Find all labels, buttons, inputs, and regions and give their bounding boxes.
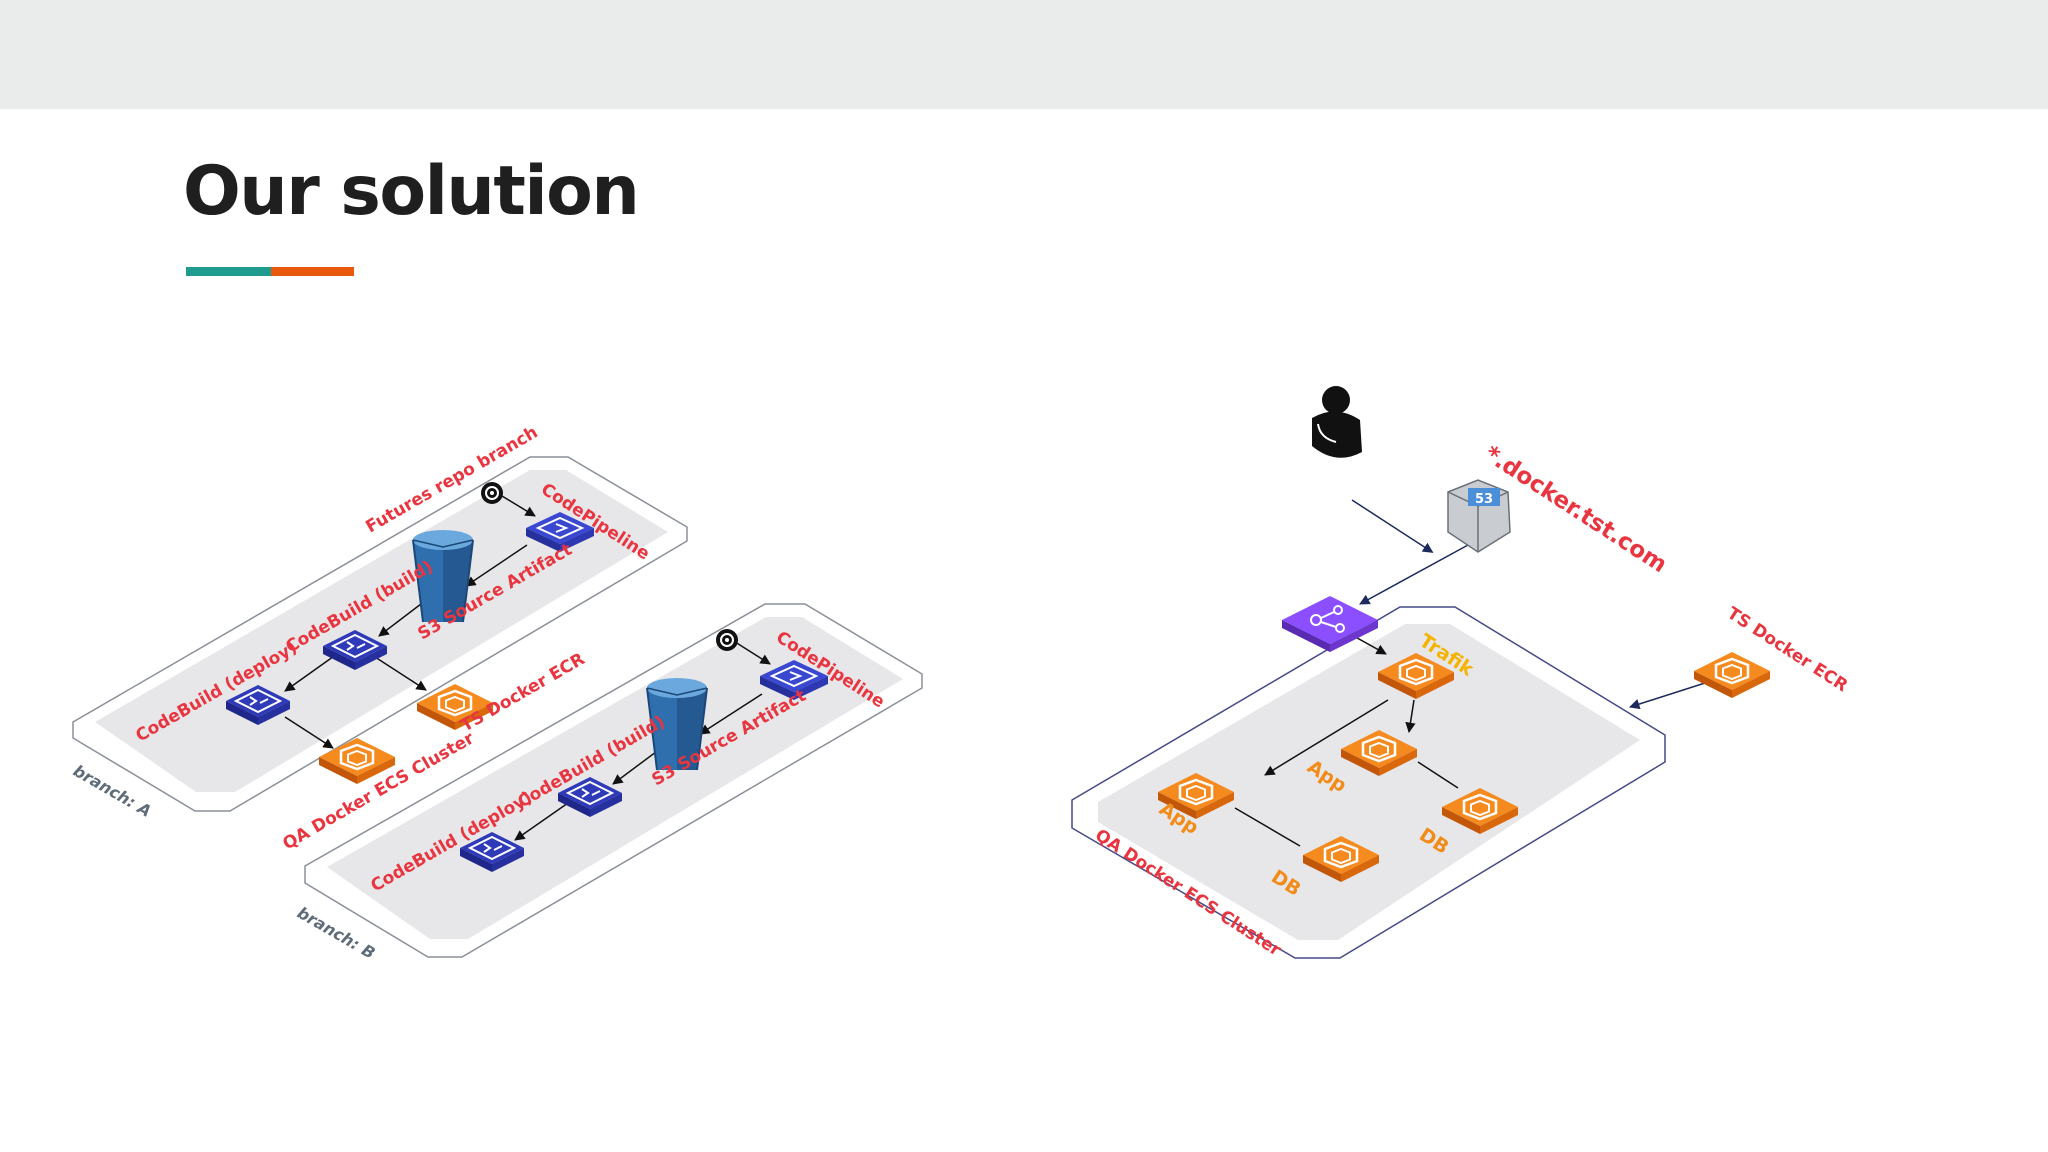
- load-balancer-icon: [1282, 596, 1378, 652]
- branch-b-group: CodePipeline S3 Source Artifact CodeBuil…: [294, 603, 923, 963]
- route53-badge: 53: [1475, 492, 1493, 507]
- user-icon: [1312, 386, 1362, 458]
- title-accent-teal: [186, 267, 271, 276]
- ts-docker-ecr-icon: [1692, 650, 1772, 700]
- git-repo-icon: [480, 481, 504, 505]
- page-title: Our solution: [183, 152, 640, 231]
- git-repo-icon: [715, 628, 739, 652]
- qa-ecs-cluster-platform: [1098, 624, 1640, 940]
- route53-icon: 53: [1447, 479, 1511, 553]
- top-banner: [0, 0, 2048, 109]
- title-accent-orange: [271, 267, 354, 276]
- runtime-diagram: 53 *.docker.tst.com Trafik App App DB DB…: [1071, 386, 1851, 961]
